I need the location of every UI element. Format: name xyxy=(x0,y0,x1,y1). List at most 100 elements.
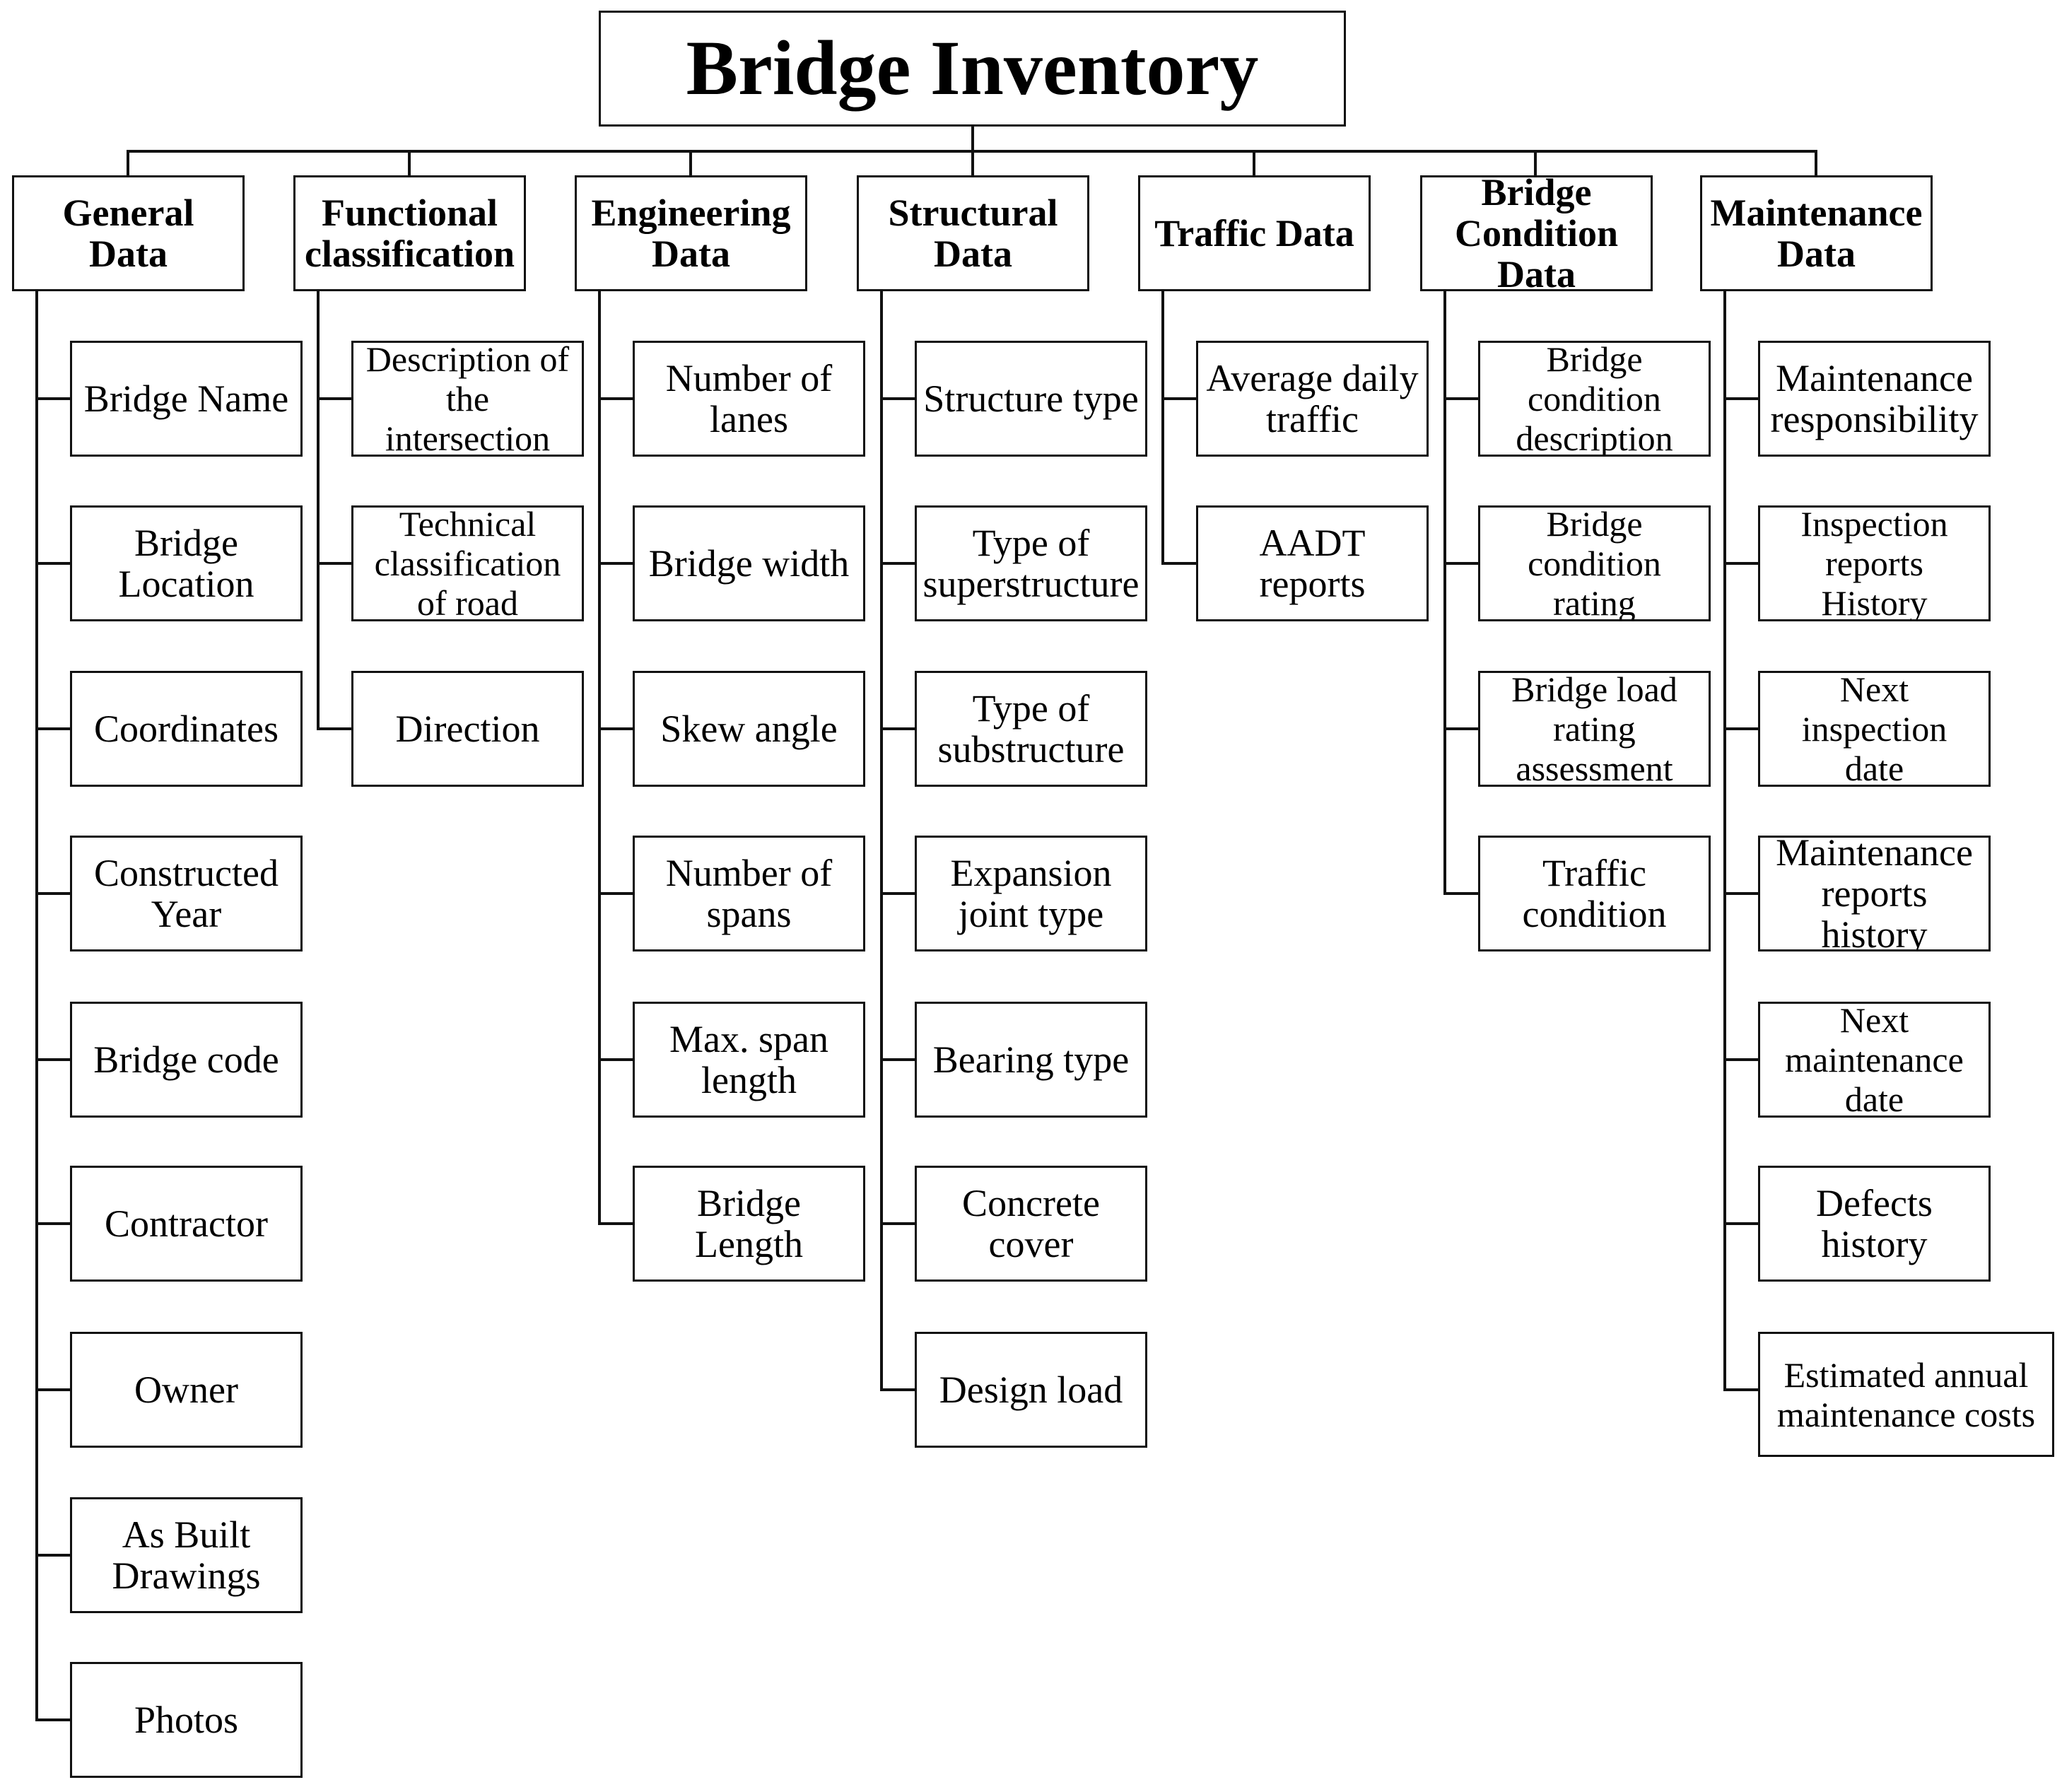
item-label: Bridge width xyxy=(648,541,850,585)
category-drop-line xyxy=(1815,150,1817,175)
category-label: Traffic Data xyxy=(1154,211,1354,254)
item-box: Bridge Length xyxy=(633,1166,865,1282)
category-spine-line xyxy=(317,291,320,730)
item-label: Number of spans xyxy=(665,851,833,935)
item-label: Next inspection date xyxy=(1801,671,1947,787)
item-label: Maintenance responsibility xyxy=(1770,356,1979,440)
item-label: Max. span length xyxy=(669,1017,828,1101)
item-branch-line xyxy=(1725,892,1758,895)
item-branch-line xyxy=(881,1222,915,1225)
item-box: AADT reports xyxy=(1196,505,1429,621)
item-box: Maintenance responsibility xyxy=(1758,341,1991,457)
item-branch-line xyxy=(37,562,70,565)
item-label: AADT reports xyxy=(1259,521,1366,605)
item-box: Estimated annual maintenance costs xyxy=(1758,1332,2054,1457)
item-branch-line xyxy=(1725,397,1758,400)
item-box: Bridge code xyxy=(70,1002,303,1118)
item-box: Description of the intersection xyxy=(351,341,584,457)
item-branch-line xyxy=(599,892,633,895)
category-spine-line xyxy=(880,291,883,1391)
item-label: Inspection reports History xyxy=(1800,505,1948,621)
item-branch-line xyxy=(1445,397,1478,400)
item-branch-line xyxy=(1163,562,1196,565)
item-branch-line xyxy=(37,1222,70,1225)
item-label: Bridge load rating assessment xyxy=(1511,671,1677,787)
category-drop-line xyxy=(408,150,411,175)
item-label: Owner xyxy=(134,1368,238,1411)
item-box: Structure type xyxy=(915,341,1147,457)
item-branch-line xyxy=(318,727,351,730)
item-branch-line xyxy=(37,1718,70,1721)
item-box: Bearing type xyxy=(915,1002,1147,1118)
item-label: Technical classification of road xyxy=(374,505,561,621)
item-box: Next maintenance date xyxy=(1758,1002,1991,1118)
item-branch-line xyxy=(1163,397,1196,400)
category-spine-line xyxy=(1723,291,1726,1391)
item-label: Constructed Year xyxy=(94,851,279,935)
category-box: Maintenance Data xyxy=(1700,175,1933,291)
item-label: Structure type xyxy=(923,377,1139,420)
root-title-box: Bridge Inventory xyxy=(599,11,1346,127)
category-spine-line xyxy=(1443,291,1446,895)
item-label: Coordinates xyxy=(94,707,279,750)
item-label: Number of lanes xyxy=(665,356,833,440)
category-box: Bridge Condition Data xyxy=(1420,175,1653,291)
item-branch-line xyxy=(318,562,351,565)
item-branch-line xyxy=(37,892,70,895)
item-branch-line xyxy=(1445,562,1478,565)
item-box: Bridge load rating assessment xyxy=(1478,671,1711,787)
item-box: Bridge Location xyxy=(70,505,303,621)
item-box: Bridge condition rating xyxy=(1478,505,1711,621)
item-label: Design load xyxy=(939,1368,1123,1411)
item-label: Type of superstructure xyxy=(922,521,1140,605)
item-label: Bridge Length xyxy=(695,1181,803,1265)
category-box: General Data xyxy=(12,175,245,291)
item-box: As Built Drawings xyxy=(70,1497,303,1613)
item-box: Defects history xyxy=(1758,1166,1991,1282)
item-box: Number of lanes xyxy=(633,341,865,457)
title-connector xyxy=(971,127,974,153)
item-label: Type of substructure xyxy=(937,686,1125,771)
category-label: Bridge Condition Data xyxy=(1454,175,1619,291)
item-box: Average daily traffic xyxy=(1196,341,1429,457)
item-branch-line xyxy=(599,397,633,400)
item-label: Next maintenance date xyxy=(1785,1002,1964,1118)
category-box: Traffic Data xyxy=(1138,175,1371,291)
item-box: Direction xyxy=(351,671,584,787)
item-branch-line xyxy=(1725,562,1758,565)
item-box: Type of substructure xyxy=(915,671,1147,787)
item-box: Contractor xyxy=(70,1166,303,1282)
item-branch-line xyxy=(599,727,633,730)
category-box: Structural Data xyxy=(857,175,1089,291)
category-spine-line xyxy=(598,291,601,1225)
category-drop-line xyxy=(1253,150,1255,175)
item-box: Owner xyxy=(70,1332,303,1448)
category-box: Engineering Data xyxy=(575,175,807,291)
item-label: Traffic condition xyxy=(1522,851,1667,935)
item-box: Max. span length xyxy=(633,1002,865,1118)
item-label: Direction xyxy=(395,707,540,750)
item-branch-line xyxy=(1725,1222,1758,1225)
item-branch-line xyxy=(881,1058,915,1061)
root-title: Bridge Inventory xyxy=(686,25,1259,112)
item-box: Constructed Year xyxy=(70,836,303,951)
item-label: Description of the intersection xyxy=(365,341,570,457)
category-spine-line xyxy=(35,291,38,1721)
category-drop-line xyxy=(1534,150,1537,175)
item-branch-line xyxy=(881,892,915,895)
item-box: Type of superstructure xyxy=(915,505,1147,621)
item-label: Defects history xyxy=(1816,1181,1933,1265)
item-branch-line xyxy=(37,727,70,730)
category-label: Maintenance Data xyxy=(1710,191,1923,275)
item-box: Number of spans xyxy=(633,836,865,951)
item-branch-line xyxy=(1725,1388,1758,1391)
item-branch-line xyxy=(37,1388,70,1391)
category-box: Functional classification xyxy=(293,175,526,291)
item-label: Skew angle xyxy=(660,707,838,750)
category-drop-line xyxy=(971,150,974,175)
item-box: Photos xyxy=(70,1662,303,1778)
item-branch-line xyxy=(881,562,915,565)
item-branch-line xyxy=(1725,727,1758,730)
category-label: General Data xyxy=(62,191,194,275)
